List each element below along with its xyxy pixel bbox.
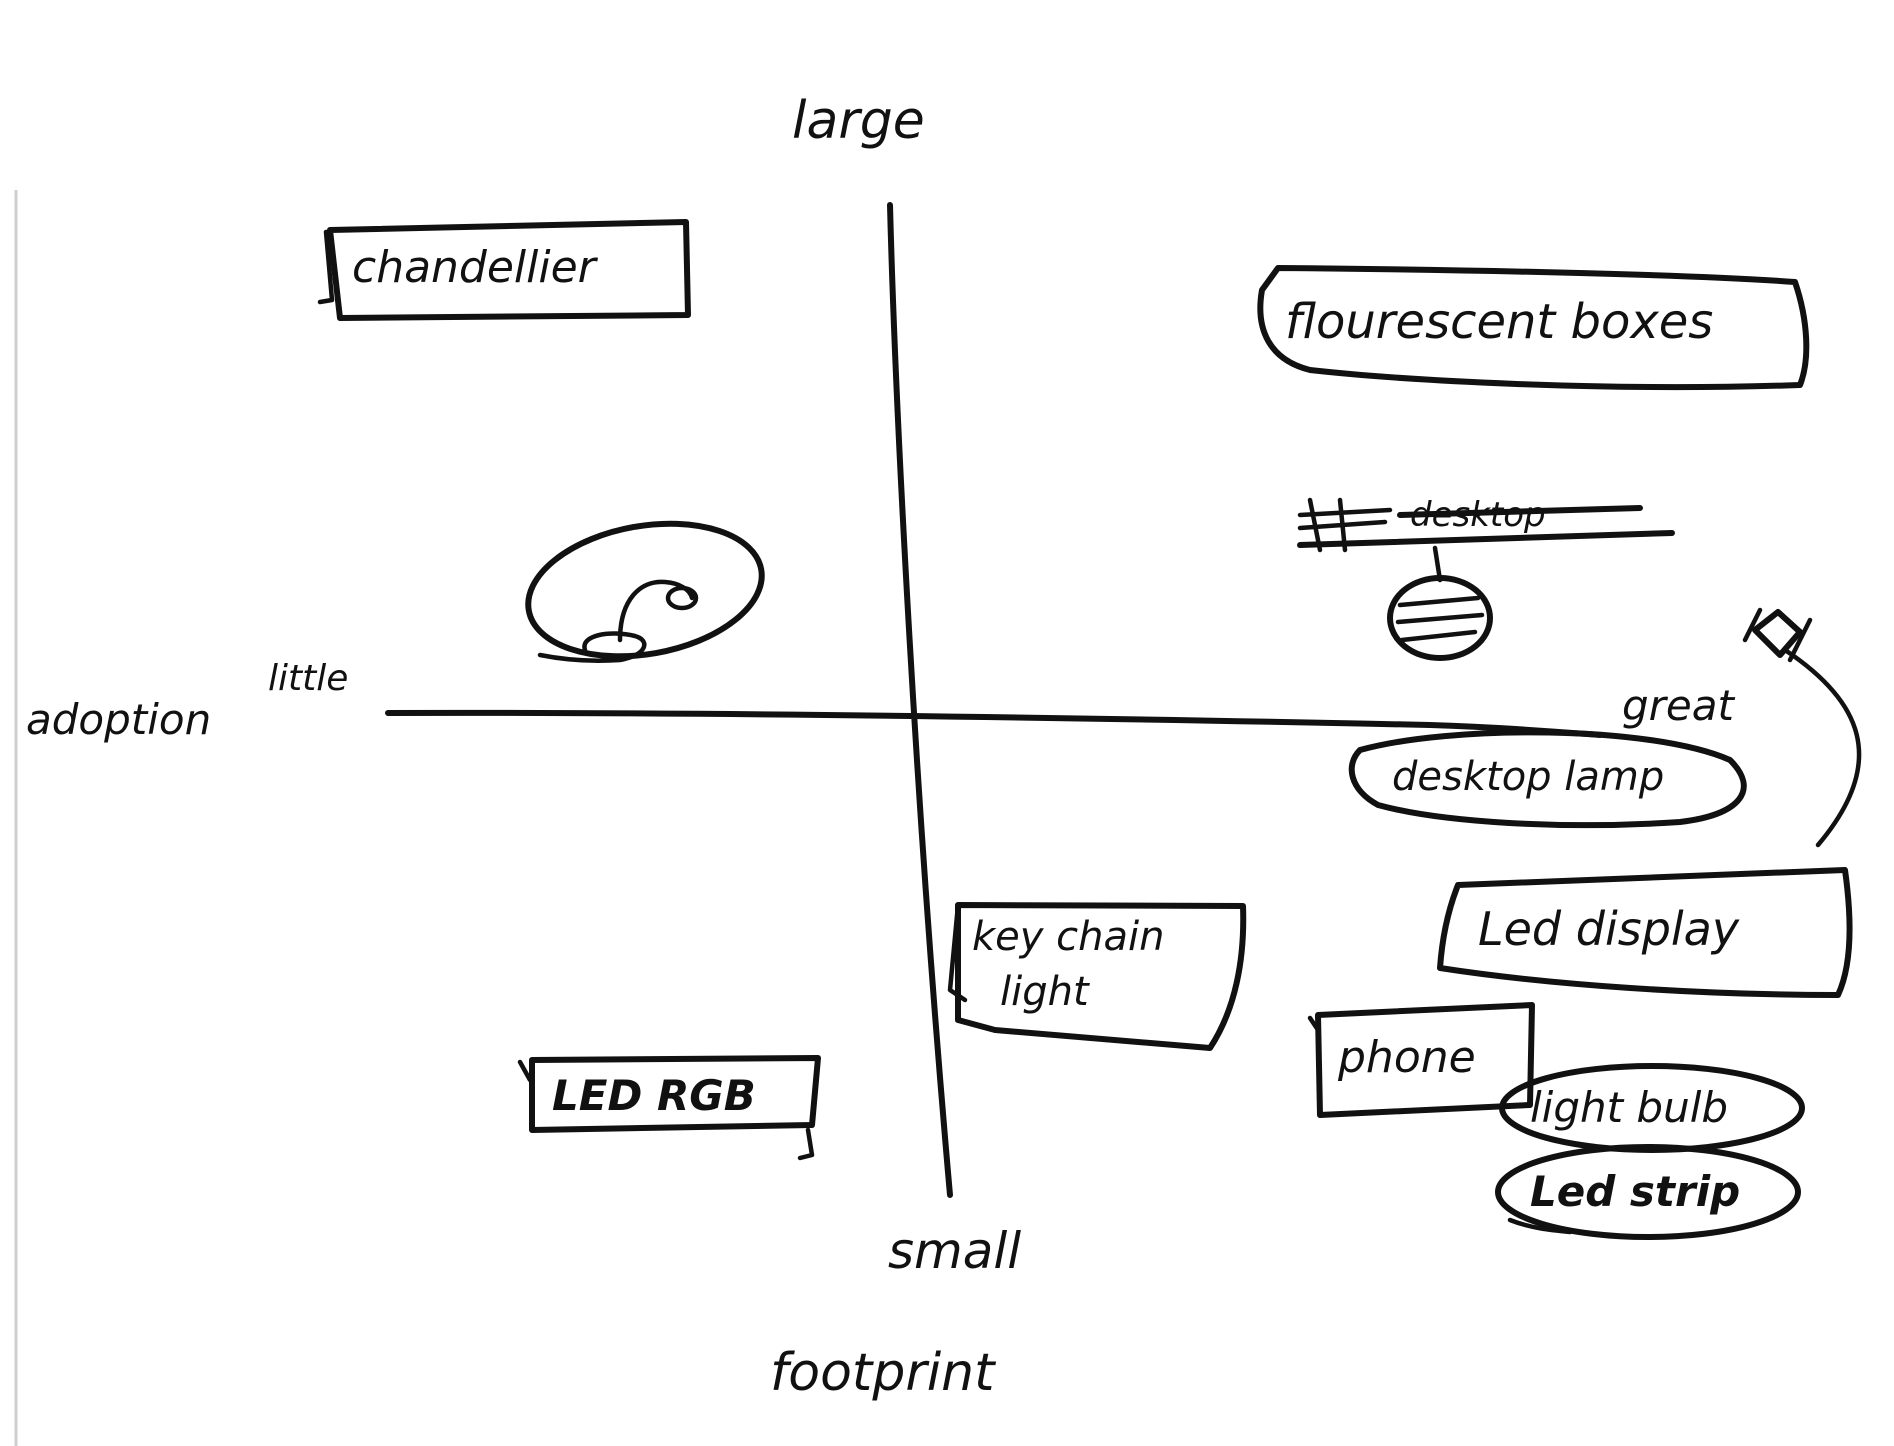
- svg-text:chandellier: chandellier: [352, 242, 599, 293]
- svg-text:key chain: key chain: [972, 914, 1164, 960]
- item-led-display: Led display: [1437, 867, 1853, 998]
- item-fluorescent-boxes: flourescent boxes: [1257, 265, 1810, 391]
- svg-text:desktop lamp: desktop lamp: [1392, 754, 1664, 800]
- axis-title-footprint: footprint: [770, 1343, 996, 1403]
- item-led-rgb: LED RGB: [517, 1055, 821, 1161]
- item-chandelier: chandellier: [317, 219, 691, 321]
- desk-lamp-sketch-icon: [525, 520, 765, 664]
- axis-label-small: small: [888, 1222, 1021, 1280]
- svg-text:Led display: Led display: [1478, 902, 1740, 956]
- svg-text:light: light: [1000, 969, 1090, 1015]
- axis-label-great: great: [1622, 681, 1736, 730]
- plug-icon: [1742, 607, 1862, 848]
- svg-text:Led strip: Led strip: [1530, 1167, 1740, 1216]
- svg-text:light bulb: light bulb: [1530, 1083, 1728, 1132]
- item-desktop-lamp: desktop lamp: [1348, 729, 1747, 829]
- item-key-chain-light: key chain light: [947, 902, 1247, 1051]
- vertical-axis: [887, 202, 953, 1198]
- horizontal-axis: [385, 709, 1603, 738]
- globe-lamp-icon: [1387, 545, 1493, 661]
- svg-text:flourescent boxes: flourescent boxes: [1285, 294, 1713, 350]
- item-crossed-out-desktop: desktop: [1297, 495, 1675, 553]
- axis-label-large: large: [792, 91, 925, 151]
- axis-label-little: little: [268, 658, 348, 699]
- item-light-bulb: light bulb: [1499, 1063, 1805, 1153]
- axis-title-adoption: adoption: [26, 695, 211, 744]
- item-phone: phone: [1307, 1002, 1535, 1118]
- svg-text:phone: phone: [1337, 1032, 1476, 1083]
- item-led-strip: Led strip: [1495, 1144, 1801, 1240]
- svg-text:LED RGB: LED RGB: [552, 1071, 756, 1120]
